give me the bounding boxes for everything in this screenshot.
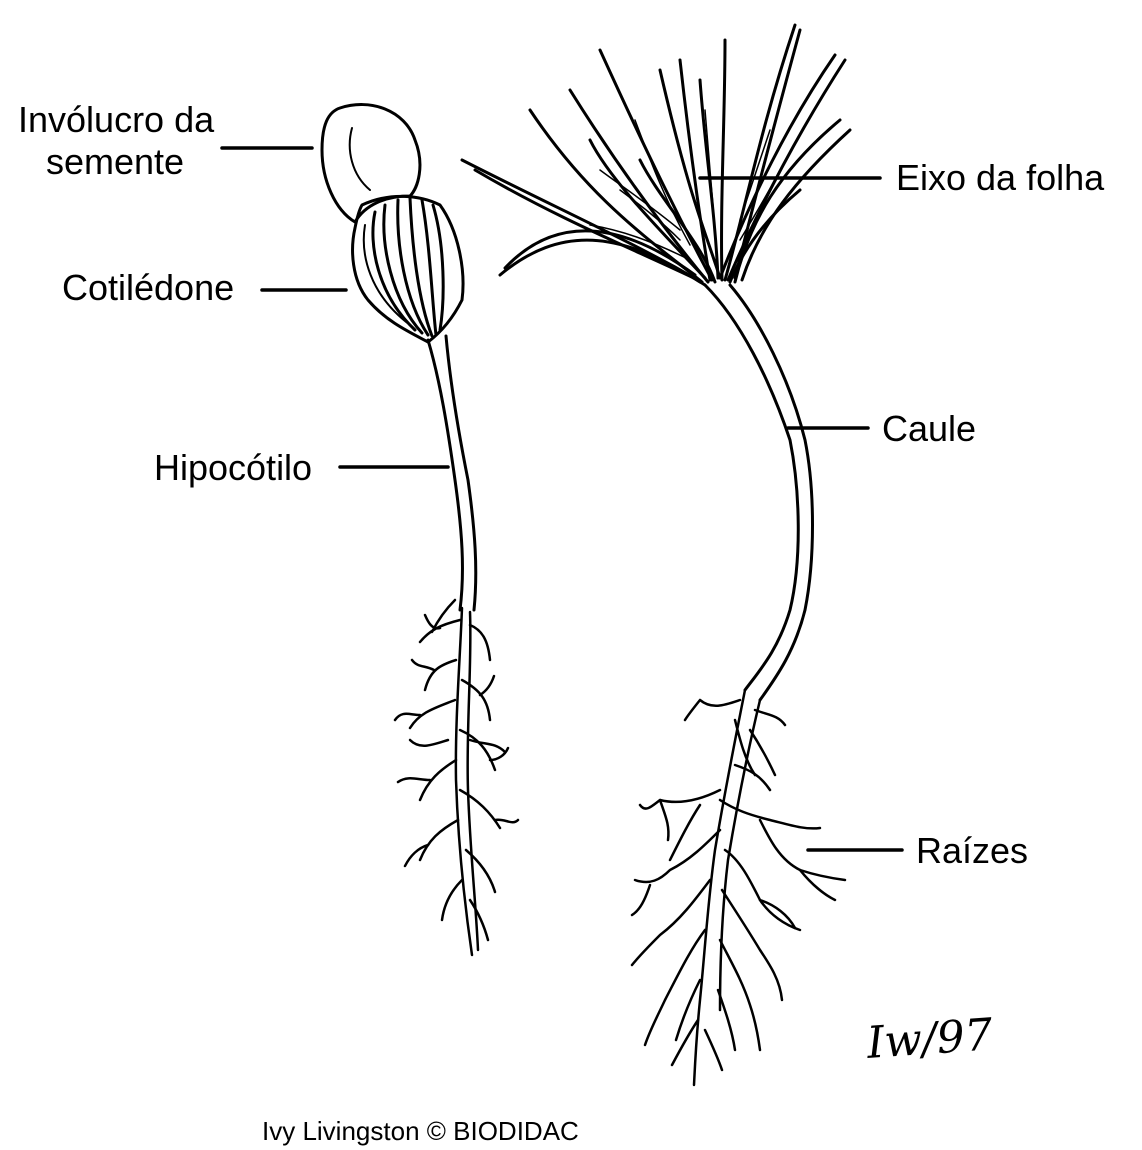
left-roots: [393, 598, 520, 957]
label-seed-coat: Invólucro da semente: [18, 102, 214, 180]
label-stem: Caule: [882, 408, 977, 449]
right-roots: [630, 688, 847, 1087]
label-hypocotyl: Hipocótilo: [154, 447, 313, 488]
hypocotyl-shape: [426, 338, 464, 612]
leaf-cluster: [460, 23, 852, 287]
leader-lines: [220, 146, 904, 852]
credit-line: Ivy Livingston © BIODIDAC: [262, 1116, 579, 1146]
label-seed-coat-line1: Invólucro da: [18, 99, 215, 140]
right-seedling: [460, 23, 852, 1087]
left-seedling: [320, 103, 520, 957]
stem-shape: [703, 283, 800, 692]
leaf-stipple: [589, 109, 781, 261]
cotyledon-shape: [351, 194, 465, 344]
artist-signature: Iw/97: [864, 1009, 994, 1069]
label-roots: Raízes: [916, 830, 1029, 871]
label-seed-coat-line2: semente: [46, 141, 185, 182]
seed-coat-shape: [320, 103, 422, 224]
label-leaf-axis: Eixo da folha: [896, 157, 1105, 198]
label-cotyledon: Cotilédone: [62, 267, 235, 308]
